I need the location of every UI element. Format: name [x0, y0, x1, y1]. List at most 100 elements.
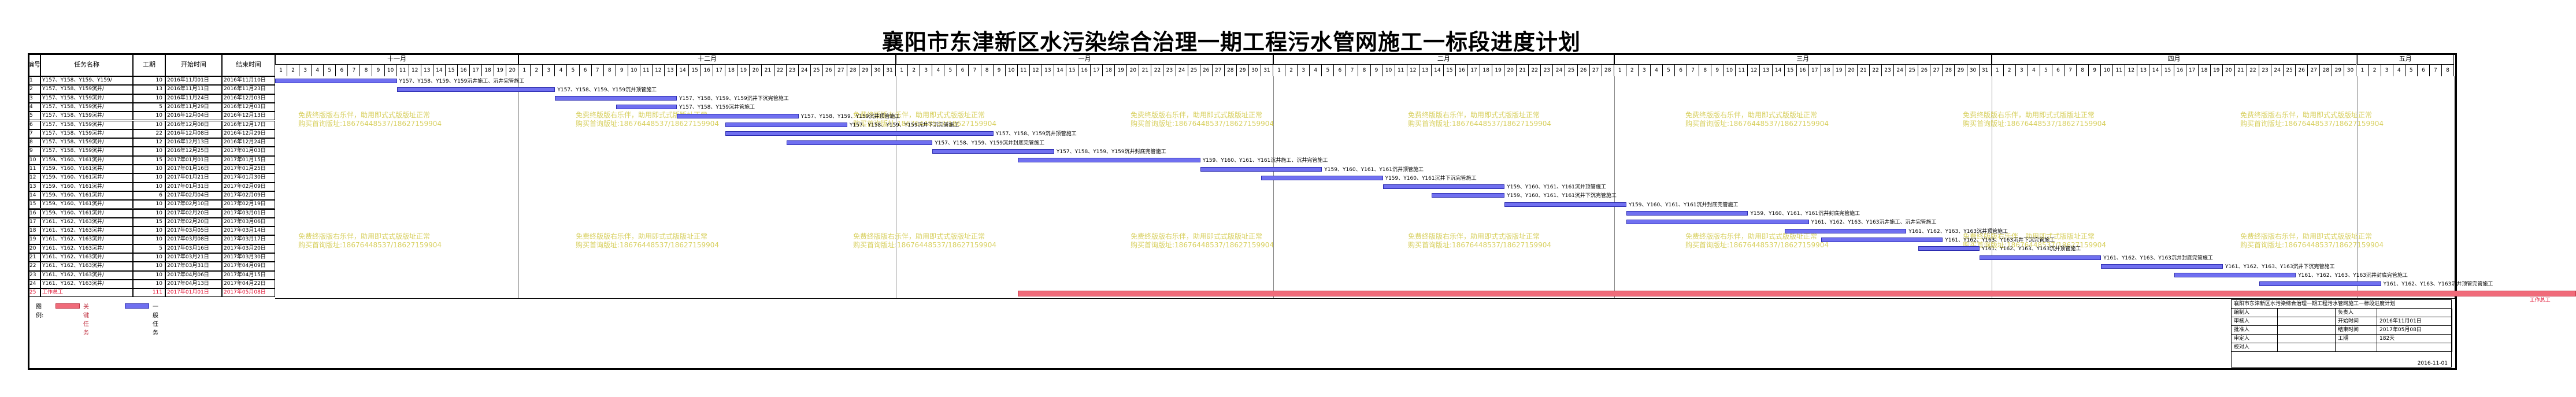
row-start: 2016年11月29日: [165, 102, 222, 112]
day-tick: 14: [1054, 65, 1066, 76]
day-tick: 14: [677, 65, 690, 76]
day-tick: 8: [1699, 65, 1712, 76]
info-box: 襄阳市东津新区水污染综合治理一期工程污水管网施工一标段进度计划 编制人负责人审核…: [2231, 299, 2452, 368]
day-tick: 1: [518, 65, 531, 76]
day-tick: 20: [1504, 65, 1517, 76]
day-tick: 3: [299, 65, 312, 76]
row-no: 17: [28, 217, 40, 227]
task-bar: [555, 96, 677, 101]
watermark: 免费终版版右乐伴，助用即式式版版址正常购买首询版址:18676448537/18…: [853, 232, 996, 250]
row-end: 2017年01月03日: [222, 147, 275, 156]
day-tick: 22: [1870, 65, 1882, 76]
page-title: 襄阳市东津新区水污染综合治理一期工程污水管网施工一标段进度计划: [881, 29, 1581, 55]
month-gridline: [518, 76, 520, 298]
day-tick: 17: [713, 65, 726, 76]
day-tick: 19: [1115, 65, 1128, 76]
day-tick: 2: [2369, 65, 2381, 76]
day-tick: 18: [1480, 65, 1493, 76]
day-tick: 2: [1626, 65, 1639, 76]
task-bar: [1821, 237, 1943, 242]
row-start: 2017年01月31日: [165, 182, 222, 191]
row-no: 23: [28, 270, 40, 280]
row-name: Y161、Y162、Y163沉井/: [40, 279, 133, 289]
task-bar-label: Y159、Y160、Y161、Y161沉井下沉完管施工: [1507, 193, 1617, 199]
day-tick: 9: [2089, 65, 2101, 76]
day-tick: 6: [957, 65, 969, 76]
task-bar: [1200, 166, 1322, 172]
row-name: Y157、Y158、Y159沉井/: [40, 120, 133, 129]
month-gridline: [1273, 76, 1274, 298]
row-end: 2016年12月29日: [222, 129, 275, 139]
day-tick: 10: [628, 65, 640, 76]
watermark-line1: 免费终版版右乐伴，助用即式式版版址正常: [576, 111, 708, 119]
task-bar-label: Y161、Y162、Y163、Y163沉井顶管完管施工: [2383, 281, 2493, 288]
row-name: Y161、Y162、Y163沉井/: [40, 227, 133, 236]
task-bar-label: Y159、Y160、Y161沉井下沉完管施工: [1385, 175, 1477, 181]
day-tick: 27: [2308, 65, 2321, 76]
watermark-line2: 购买首询版址:18676448537/18627159904: [1131, 241, 1274, 249]
day-tick: 7: [348, 65, 361, 76]
day-tick: 31: [884, 65, 896, 76]
watermark-line1: 免费终版版右乐伴，助用即式式版版址正常: [298, 111, 431, 119]
watermark-line1: 免费终版版右乐伴，助用即式式版版址正常: [1963, 111, 2095, 119]
row-name: Y161、Y162、Y163沉井/: [40, 253, 133, 262]
watermark: 免费终版版右乐伴，助用即式式版版址正常购买首询版址:18676448537/18…: [2240, 111, 2384, 128]
month-header: 二月: [1273, 53, 1614, 65]
day-tick: 16: [1078, 65, 1091, 76]
watermark-line1: 免费终版版右乐伴，助用即式式版版址正常: [2240, 232, 2373, 240]
row-no: 2: [28, 85, 40, 94]
month-header: 十一月: [275, 53, 519, 65]
row-end: 2016年11月10日: [222, 76, 275, 86]
watermark-line2: 购买首询版址:18676448537/18627159904: [1685, 241, 1829, 249]
info-box-project: 襄阳市东津新区水污染综合治理一期工程污水管网施工一标段进度计划: [2234, 301, 2396, 307]
gantt-chart: 免费终版版右乐伴，助用即式式版版址正常购买首询版址:18676448537/18…: [275, 76, 2576, 303]
day-tick: 16: [458, 65, 470, 76]
day-tick: 1: [2357, 65, 2369, 76]
day-tick: 3: [920, 65, 933, 76]
row-duration: 10: [133, 227, 165, 236]
info-box-project-row: 襄阳市东津新区水污染综合治理一期工程污水管网施工一标段进度计划: [2232, 300, 2451, 309]
task-bar: [1979, 255, 2101, 260]
day-tick: 20: [750, 65, 762, 76]
info-box-k1: 校对人: [2232, 343, 2278, 352]
watermark-line1: 免费终版版右乐伴，助用即式式版版址正常: [853, 111, 985, 119]
task-bar: [1261, 175, 1383, 180]
day-tick: 8: [2077, 65, 2089, 76]
row-name: Y159、Y160、Y161沉井/: [40, 200, 133, 209]
row-no: 19: [28, 235, 40, 244]
day-tick: 15: [1066, 65, 1079, 76]
day-tick: 15: [2162, 65, 2174, 76]
row-name: Y159、Y160、Y161沉井/: [40, 165, 133, 174]
day-tick: 7: [1346, 65, 1359, 76]
watermark: 免费终版版右乐伴，助用即式式版版址正常购买首询版址:18676448537/18…: [1408, 111, 1551, 128]
row-end: 2017年01月25日: [222, 165, 275, 174]
info-box-k1: 审定人: [2232, 335, 2278, 343]
watermark-line2: 购买首询版址:18676448537/18627159904: [1408, 120, 1552, 128]
row-name: Y161、Y162、Y163沉井/: [40, 235, 133, 244]
day-tick: 21: [1858, 65, 1870, 76]
task-bar-label: Y157、Y158、Y159、Y159沉井下沉完管施工: [679, 96, 789, 102]
day-tick: 12: [1030, 65, 1042, 76]
row-start: 2017年01月16日: [165, 165, 222, 174]
day-tick: 29: [859, 65, 872, 76]
row-end: 2016年12月24日: [222, 138, 275, 147]
day-tick: 2: [908, 65, 921, 76]
row-end: 2017年03月20日: [222, 244, 275, 253]
day-tick: 28: [1225, 65, 1237, 76]
day-tick: 27: [1590, 65, 1602, 76]
day-tick: 9: [1711, 65, 1724, 76]
watermark-line2: 购买首询版址:18676448537/18627159904: [576, 241, 720, 249]
month-header: 十二月: [518, 53, 896, 65]
row-no: 14: [28, 191, 40, 201]
day-tick: 23: [1163, 65, 1176, 76]
day-tick: 13: [665, 65, 677, 76]
day-tick: 9: [616, 65, 628, 76]
task-bar: [2174, 273, 2296, 278]
row-end: 2017年03月14日: [222, 227, 275, 236]
row-no: 22: [28, 262, 40, 271]
watermark: 免费终版版右乐伴，助用即式式版版址正常购买首询版址:18676448537/18…: [1408, 232, 1551, 250]
day-tick: 11: [2113, 65, 2126, 76]
day-tick: 6: [336, 65, 349, 76]
row-duration: 10: [133, 94, 165, 103]
